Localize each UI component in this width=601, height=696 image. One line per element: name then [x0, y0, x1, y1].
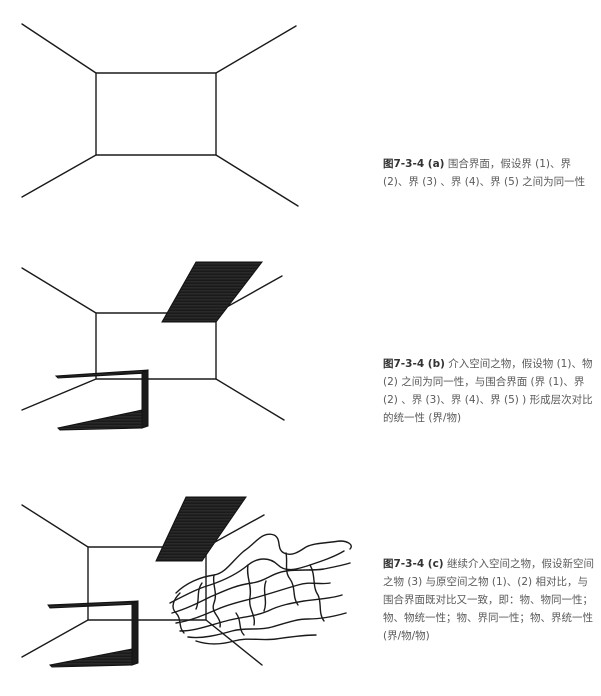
room-sketch-b: [21, 261, 285, 431]
shelf-base: [56, 409, 143, 431]
caption-b-text: 介入空间之物，假设物 (1)、物 (2) 之间为同一性，与围合界面 (界 (1)…: [383, 358, 593, 424]
caption-a: 图7-3-4 (a) 围合界面，假设界 (1)、界 (2)、界 (3) 、界 (…: [383, 155, 597, 191]
edge: [21, 154, 97, 198]
caption-b-id: 图7-3-4 (b): [383, 358, 445, 370]
edge: [215, 154, 299, 207]
room-sketch-c: [21, 496, 352, 668]
caption-c-text: 继续介入空间之物，假设新空间之物 (3) 与原空间之物 (1)、(2) 相对比，…: [383, 558, 594, 642]
edge: [21, 23, 97, 74]
shelf-top: [54, 369, 149, 379]
ceiling-panel: [161, 261, 264, 323]
ceiling-panel: [155, 496, 247, 562]
edge: [215, 378, 285, 421]
edge: [21, 619, 89, 658]
edge: [21, 378, 97, 411]
shelf-side: [141, 369, 149, 429]
caption-b: 图7-3-4 (b) 介入空间之物，假设物 (1)、物 (2) 之间为同一性，与…: [383, 355, 597, 427]
caption-a-id: 图7-3-4 (a): [383, 158, 445, 170]
caption-a-text: 围合界面，假设界 (1)、界 (2)、界 (3) 、界 (4)、界 (5) 之间…: [383, 158, 586, 188]
edge: [205, 619, 263, 666]
edge: [215, 25, 297, 74]
flowing-object: [169, 533, 352, 645]
caption-c: 图7-3-4 (c) 继续介入空间之物，假设新空间之物 (3) 与原空间之物 (…: [383, 555, 597, 645]
figure-a: 图7-3-4 (a) 围合界面，假设界 (1)、界 (2)、界 (3) 、界 (…: [0, 0, 601, 230]
back-wall: [95, 72, 217, 156]
shelf-base: [48, 648, 133, 668]
figure-b: 图7-3-4 (b) 介入空间之物，假设物 (1)、物 (2) 之间为同一性，与…: [0, 250, 601, 450]
shelf-top: [47, 600, 139, 609]
edge: [21, 267, 97, 314]
room-sketch-a: [21, 23, 299, 207]
shelf-side: [131, 600, 139, 666]
edge: [21, 504, 89, 548]
caption-c-id: 图7-3-4 (c): [383, 558, 444, 570]
back-wall: [95, 312, 217, 380]
figure-c: 图7-3-4 (c) 继续介入空间之物，假设新空间之物 (3) 与原空间之物 (…: [0, 485, 601, 690]
